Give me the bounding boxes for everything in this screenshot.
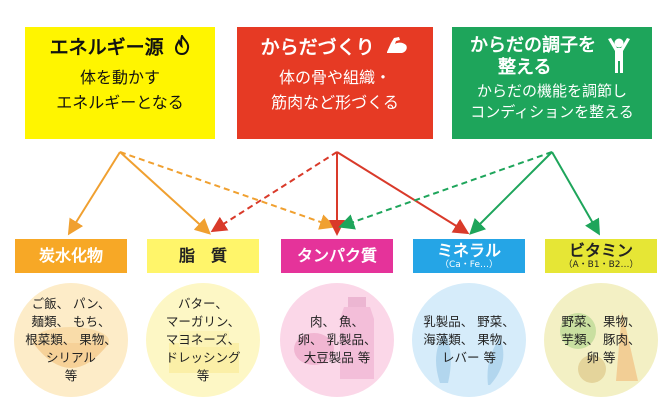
condition-desc-line2: コンディションを整える xyxy=(470,103,634,121)
fat-foods-text: バター、 マーガリン、 マヨネーズ、 ドレッシング 等 xyxy=(165,295,240,385)
butter-icon xyxy=(169,331,239,373)
vitamin-label-sub: （A・B1・B2…） xyxy=(563,260,639,270)
fat-line: マーガリン、 xyxy=(165,314,241,329)
protein-line: 卵、 乳製品、 xyxy=(297,332,377,347)
fat-line: 等 xyxy=(196,368,210,383)
fat-line: マヨネーズ、 xyxy=(165,332,241,347)
condition-title-line1: からだの調子を xyxy=(470,35,596,56)
person-arms-up-icon xyxy=(606,37,632,79)
condition-desc-line1: からだの機能を調節し xyxy=(476,82,627,100)
nutrient-label-protein: タンパク質 xyxy=(281,239,393,273)
energy-desc-line2: エネルギーとなる xyxy=(56,93,184,112)
protein-line: 大豆製品 等 xyxy=(303,350,371,365)
energy-desc-line1: 体を動かす xyxy=(79,68,160,87)
body-desc-line1: 体の骨や組織・ xyxy=(278,68,391,87)
protein-foods-circle: 肉、 魚、 卵、 乳製品、 大豆製品 等 xyxy=(280,283,394,397)
arrow-energy-to-protein xyxy=(119,151,336,230)
mineral-foods-text: 乳製品、 野菜、 海藻類、 果物、 レバー 等 xyxy=(423,313,514,367)
arrow-condition-to-mineral xyxy=(469,151,553,235)
vitamin-foods-circle: 野菜、 果物、 芋類、 豚肉、 卵 等 xyxy=(544,283,658,397)
protein-label-text: タンパク質 xyxy=(296,246,377,265)
milk-bottle-icon xyxy=(294,297,374,379)
condition-title-line2: 整える xyxy=(498,57,552,78)
nutrient-label-mineral: ミネラル （Ca・Fe…） xyxy=(413,239,525,273)
condition-description: からだの機能を調節し コンディションを整える xyxy=(458,81,646,123)
carb-line: 等 xyxy=(64,368,78,383)
carb-line: シリアル xyxy=(46,350,96,365)
vitamin-foods-text: 野菜、 果物、 芋類、 豚肉、 卵 等 xyxy=(562,313,641,367)
protein-foods-text: 肉、 魚、 卵、 乳製品、 大豆製品 等 xyxy=(298,313,377,367)
condition-title: からだの調子を 整える xyxy=(458,35,646,79)
carb-line: 麺類、 もち、 xyxy=(31,314,111,329)
flame-icon xyxy=(174,33,190,61)
mineral-label-sub: （Ca・Fe…） xyxy=(439,260,499,270)
seaweed-icon xyxy=(436,333,504,385)
mineral-line: 海藻類、 果物、 xyxy=(423,332,515,347)
body-building-title-text: からだづくり xyxy=(260,36,375,59)
body-building-title: からだづくり xyxy=(243,35,427,61)
body-building-description: 体の骨や組織・ 筋肉など形づくる xyxy=(243,65,427,115)
vegetables-icon xyxy=(560,311,638,383)
muscle-arm-icon xyxy=(385,35,409,61)
rice-bowl-icon xyxy=(33,327,109,368)
fat-line: バター、 xyxy=(178,296,228,311)
arrow-body-to-mineral xyxy=(336,151,470,235)
mineral-line: レバー 等 xyxy=(442,350,496,365)
carb-label-text: 炭水化物 xyxy=(38,246,103,265)
carb-foods-circle: ご飯、 パン、 麺類、 もち、 根菜類、 果物、 シリアル 等 xyxy=(14,283,128,397)
fat-label-text: 脂 質 xyxy=(178,246,227,265)
nutrient-label-vitamin: ビタミン （A・B1・B2…） xyxy=(545,239,657,273)
arrow-energy-to-fat xyxy=(119,151,211,235)
protein-line: 肉、 魚、 xyxy=(310,314,364,329)
arrow-energy-to-carb xyxy=(67,151,121,236)
vitamin-label-text: ビタミン xyxy=(568,241,633,260)
mineral-label-text: ミネラル xyxy=(436,241,501,260)
energy-source-box: エネルギー源 体を動かす エネルギーとなる xyxy=(25,27,215,139)
vitamin-line: 野菜、 果物、 xyxy=(561,314,641,329)
carb-foods-text: ご飯、 パン、 麺類、 もち、 根菜類、 果物、 シリアル 等 xyxy=(25,295,116,385)
mineral-foods-circle: 乳製品、 野菜、 海藻類、 果物、 レバー 等 xyxy=(412,283,526,397)
energy-source-title: エネルギー源 xyxy=(31,33,209,61)
mineral-line: 乳製品、 野菜、 xyxy=(423,314,515,329)
energy-source-title-text: エネルギー源 xyxy=(49,36,164,59)
nutrient-label-fat: 脂 質 xyxy=(147,239,259,273)
condition-box: からだの調子を 整える からだの機能を調節し コンディションを整える xyxy=(452,27,652,139)
nutrient-label-carbohydrate: 炭水化物 xyxy=(15,239,127,273)
fat-line: ドレッシング xyxy=(165,350,241,365)
fat-foods-circle: バター、 マーガリン、 マヨネーズ、 ドレッシング 等 xyxy=(146,283,260,397)
body-building-box: からだづくり 体の骨や組織・ 筋肉など形づくる xyxy=(237,27,433,139)
carb-line: 根菜類、 果物、 xyxy=(25,332,117,347)
arrow-condition-to-protein xyxy=(338,151,553,230)
arrow-body-to-fat xyxy=(210,151,338,233)
arrow-condition-to-vitamin xyxy=(551,151,600,236)
vitamin-line: 卵 等 xyxy=(586,350,616,365)
vitamin-line: 芋類、 豚肉、 xyxy=(561,332,641,347)
body-desc-line2: 筋肉など形づくる xyxy=(271,93,399,112)
carb-line: ご飯、 パン、 xyxy=(31,296,111,311)
energy-source-description: 体を動かす エネルギーとなる xyxy=(31,65,209,115)
